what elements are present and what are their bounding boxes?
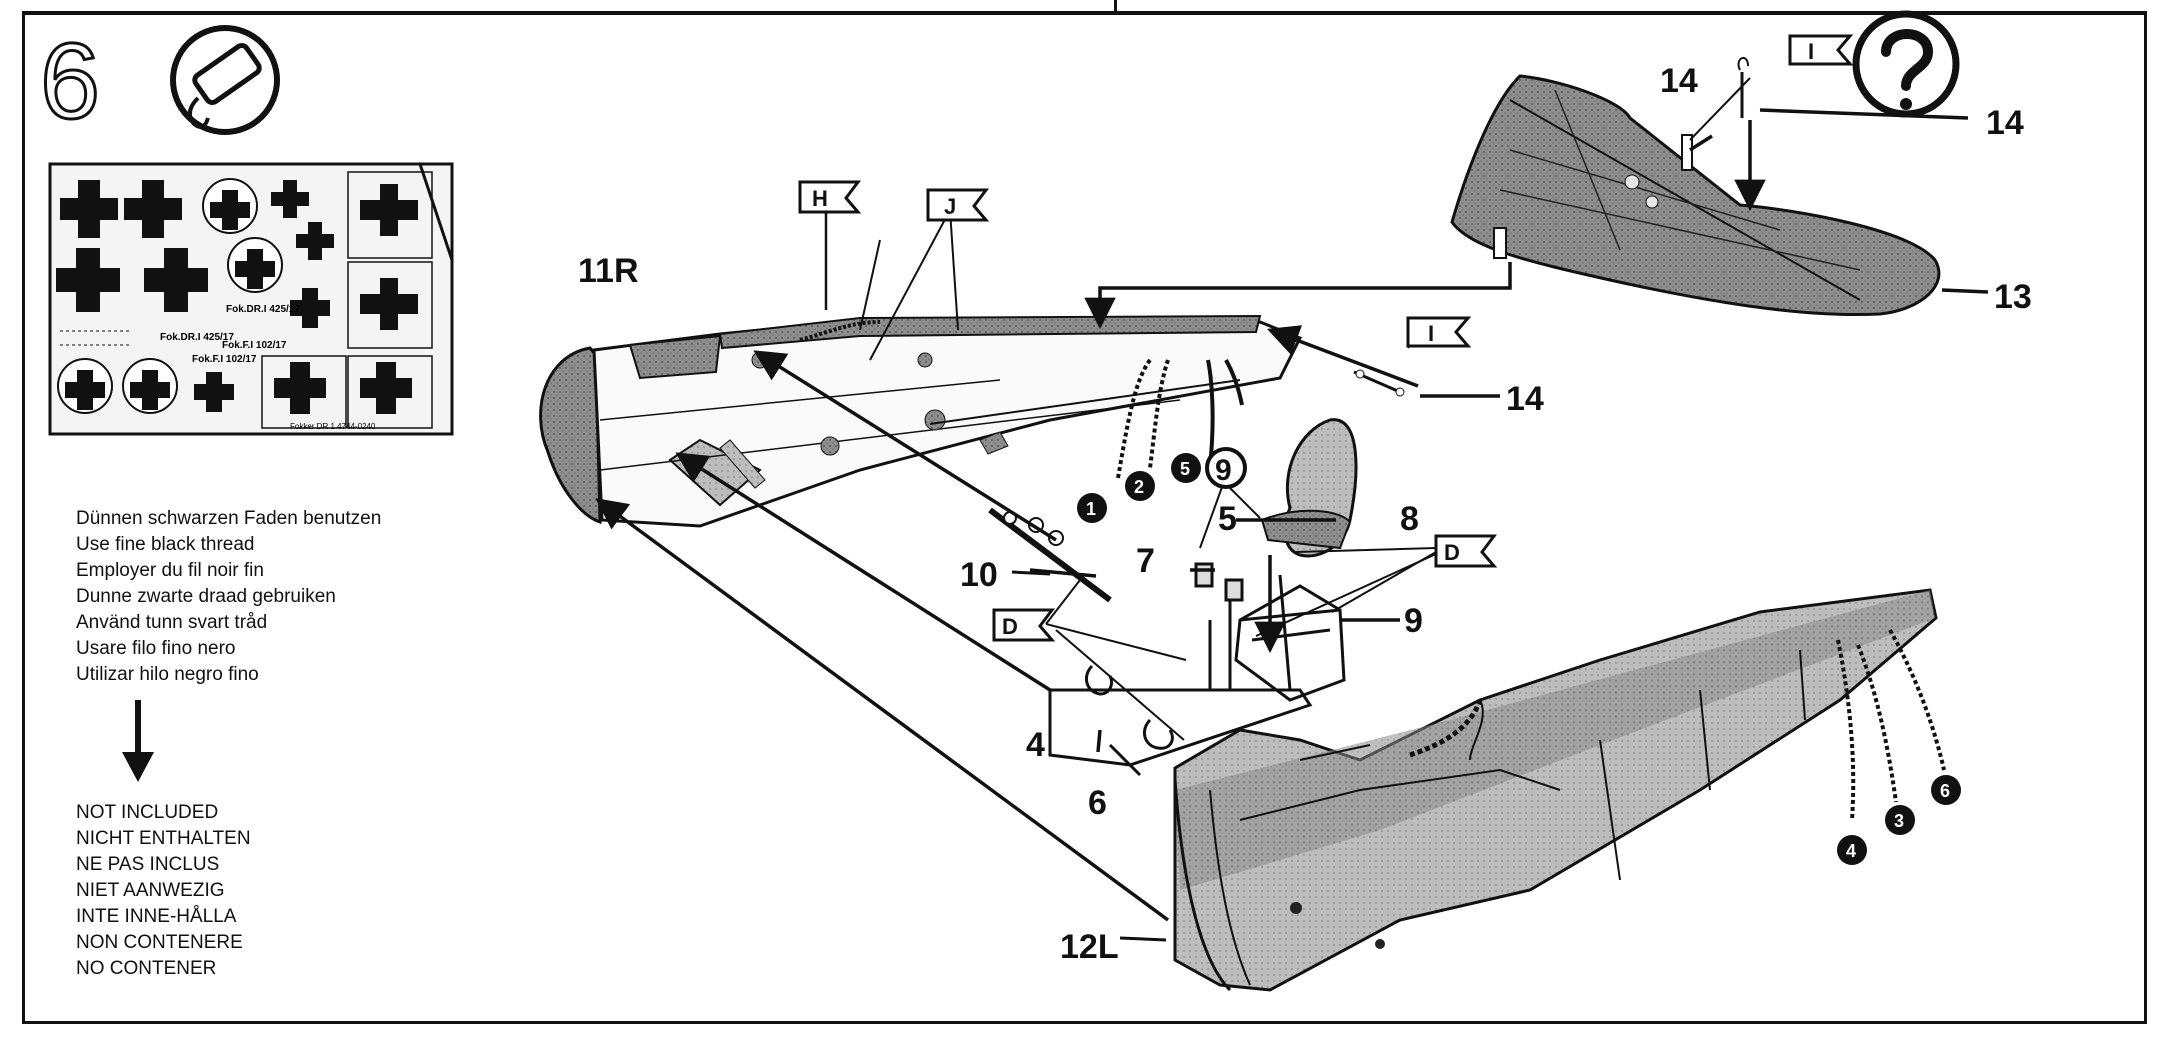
svg-text:5: 5 <box>1180 459 1190 479</box>
instruction-fr: Employer du fil noir fin <box>76 560 264 581</box>
thread-instructions: Dünnen schwarzen Faden benutzen Use fine… <box>76 506 381 688</box>
callout-5: 5 <box>1218 500 1237 538</box>
top-divider <box>1114 0 1117 14</box>
not-included-it: NON CONTENERE <box>76 932 243 953</box>
callout-13: 13 <box>1994 278 2032 316</box>
callout-9-circled: 9 <box>1215 454 1232 487</box>
seat-frame-9 <box>1234 574 1346 702</box>
iron-cross-decal <box>60 180 118 238</box>
thread-badge-4: 4 <box>1837 835 1867 865</box>
thread-badge-6: 6 <box>1931 775 1961 805</box>
callout-6: 6 <box>1088 784 1107 822</box>
callout-11r: 11R <box>578 252 639 290</box>
flag-i-top: I <box>1788 34 1854 66</box>
instruction-sv: Använd tunn svart tråd <box>76 612 268 633</box>
svg-text:D: D <box>1002 614 1018 639</box>
svg-text:2: 2 <box>1134 477 1144 497</box>
question-mark-icon <box>1852 10 1960 118</box>
svg-text:6: 6 <box>1940 781 1950 801</box>
not-included-de: NICHT ENTHALTEN <box>76 828 251 849</box>
flag-i-mid: I <box>1406 316 1472 348</box>
callout-8: 8 <box>1400 500 1419 538</box>
not-included-es: NO CONTENER <box>76 958 217 979</box>
control-rod-10 <box>988 507 1112 603</box>
svg-text:1: 1 <box>1086 499 1096 519</box>
svg-text:I: I <box>1808 39 1814 64</box>
decal-footer: Fokker DR 1 4744-0240 <box>290 422 376 431</box>
tailplane-13 <box>1450 74 1941 317</box>
decal-label: Fok.DR.I 425/17 <box>226 304 300 315</box>
callout-14: 14 <box>1660 62 1698 100</box>
thread-badge-3: 3 <box>1885 805 1915 835</box>
callout-9: 9 <box>1404 602 1423 640</box>
page-frame <box>22 12 2147 1024</box>
not-included-list: NOT INCLUDED NICHT ENTHALTEN NE PAS INCL… <box>76 800 251 982</box>
callout-14: 14 <box>1986 104 2024 142</box>
not-included-nl: NIET AANWEZIG <box>76 880 225 901</box>
decal-label: Fok.DR.I 425/17 <box>160 332 234 343</box>
seat-8 <box>1260 418 1358 558</box>
instruction-en: Use fine black thread <box>76 534 255 555</box>
svg-text:H: H <box>812 186 828 211</box>
callout-12l: 12L <box>1060 928 1119 966</box>
thin-leaders <box>859 77 1751 741</box>
svg-text:3: 3 <box>1894 811 1904 831</box>
svg-text:4: 4 <box>1846 841 1856 861</box>
flag-j: J <box>926 188 990 222</box>
callout-10: 10 <box>960 556 998 594</box>
instruction-it: Usare filo fino nero <box>76 638 236 659</box>
leader-lines <box>595 108 1989 922</box>
flag-d-left: D <box>992 608 1056 642</box>
callout-7: 7 <box>1136 542 1155 580</box>
flag-d-right: D <box>1434 534 1498 568</box>
decal-label: Fok.F.I 102/17 <box>192 354 257 365</box>
flag-h: H <box>798 180 862 310</box>
svg-text:D: D <box>1444 540 1460 565</box>
not-included-en: NOT INCLUDED <box>76 802 219 823</box>
decal-sheet: Fok.DR.I 425/17 Fok.DR.I 425/17 Fok.F.I … <box>48 162 454 436</box>
thread-badge-2: 2 <box>1125 471 1155 501</box>
instruction-de: Dünnen schwarzen Faden benutzen <box>76 508 382 529</box>
thread-badge-1: 1 <box>1077 493 1107 523</box>
callout-14: 14 <box>1506 380 1544 418</box>
svg-text:I: I <box>1428 321 1434 346</box>
step-number: 6 <box>40 20 100 141</box>
thread-badge-5: 5 <box>1171 453 1201 483</box>
instruction-nl: Dunne zwarte draad gebruiken <box>76 586 336 607</box>
callout-4: 4 <box>1026 726 1045 764</box>
not-included-fr: NE PAS INCLUS <box>76 854 220 875</box>
instruction-es: Utilizar hilo negro fino <box>76 664 259 685</box>
decal-label: Fok.F.I 102/17 <box>222 340 287 351</box>
glue-icon <box>170 25 280 135</box>
down-arrow-icon <box>122 700 154 782</box>
strut-14 <box>1353 56 1749 397</box>
not-included-sv: INTE INNE-HÅLLA <box>76 906 237 927</box>
fuselage-right-half-11r <box>539 314 1303 528</box>
svg-text:J: J <box>944 194 956 219</box>
iron-cross-decal <box>124 180 182 238</box>
fuselage-left-half-12l <box>1173 588 1946 992</box>
